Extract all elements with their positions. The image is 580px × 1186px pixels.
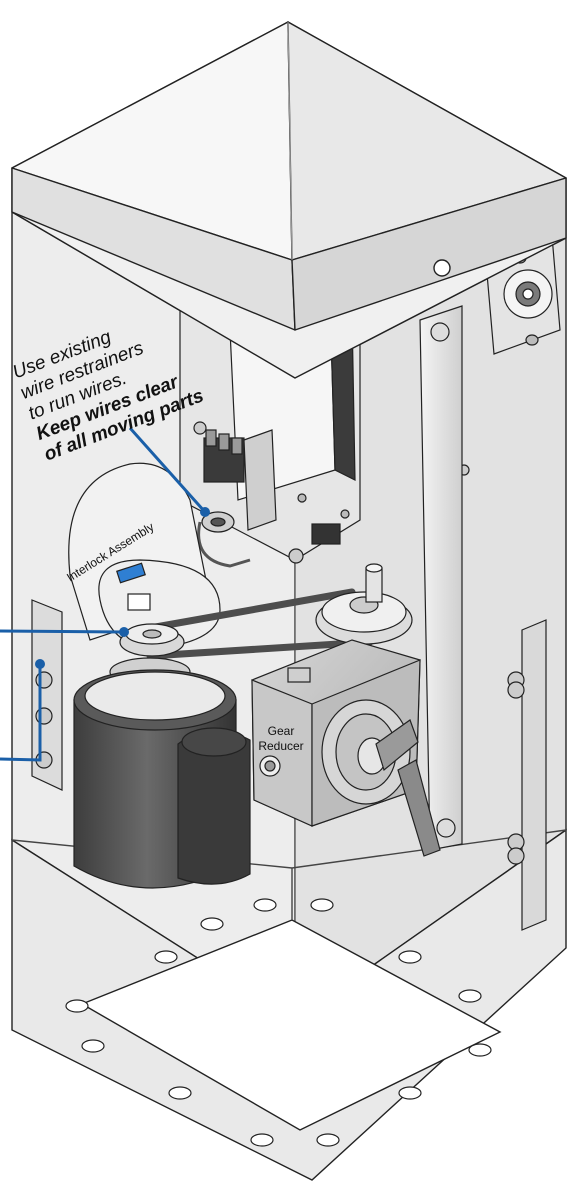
bolt-hole bbox=[65, 999, 89, 1013]
wire-restrainer-callout bbox=[128, 427, 207, 513]
panel-screw bbox=[288, 548, 304, 564]
reducer-shaft bbox=[365, 567, 383, 603]
indicator bbox=[340, 509, 350, 519]
right-upright bbox=[507, 619, 547, 931]
wall-bolt bbox=[35, 671, 53, 689]
bolt-hole bbox=[458, 989, 482, 1003]
callout-dots bbox=[35, 507, 210, 669]
relay-module bbox=[243, 429, 277, 531]
bolt-hole bbox=[81, 1039, 105, 1053]
motor bbox=[73, 657, 251, 889]
gear-reducer: Gear Reducer bbox=[251, 639, 441, 857]
bolt-hole bbox=[398, 1086, 422, 1100]
cap-fastener bbox=[433, 259, 451, 277]
gear-label-line1: Gear bbox=[268, 724, 295, 738]
bolt-hole bbox=[398, 950, 422, 964]
arm-bolt bbox=[430, 322, 450, 342]
bolt-hole bbox=[310, 898, 334, 912]
wire-restrainer bbox=[197, 511, 251, 568]
bolt-hole bbox=[316, 1133, 340, 1147]
bolt-hole bbox=[468, 1043, 492, 1057]
callout-lines bbox=[0, 427, 207, 762]
left-bracket bbox=[31, 599, 63, 791]
interlock-tab bbox=[116, 562, 146, 584]
terminal-block bbox=[203, 429, 245, 483]
wall-bolt bbox=[507, 681, 525, 699]
switch bbox=[311, 523, 341, 545]
base-opening bbox=[80, 919, 502, 1131]
bolt-hole bbox=[253, 898, 277, 912]
output-crank bbox=[375, 719, 419, 772]
wall-bolt bbox=[35, 707, 53, 725]
bolt-hole bbox=[154, 950, 178, 964]
bolt-hole bbox=[168, 1086, 192, 1100]
bolt-hole bbox=[250, 1133, 274, 1147]
housing-cap bbox=[11, 21, 567, 379]
panel-screw bbox=[193, 421, 207, 435]
interlock-hub bbox=[127, 593, 151, 611]
reducer-pulley bbox=[315, 563, 413, 645]
motor-pulley bbox=[119, 623, 185, 657]
interlock-assembly: Interlock Assembly bbox=[64, 462, 221, 649]
gear-label-line2: Reducer bbox=[258, 739, 303, 753]
arm-bolt bbox=[436, 818, 456, 838]
pulley-callout bbox=[0, 629, 125, 634]
drive-belt bbox=[146, 588, 374, 660]
crank-arm bbox=[419, 305, 463, 851]
wall-bolt bbox=[507, 847, 525, 865]
indicator bbox=[297, 493, 307, 503]
base-bolt-holes bbox=[65, 898, 492, 1147]
reducer-cap bbox=[287, 667, 311, 683]
motor-mount-callout bbox=[0, 664, 42, 762]
bolt-hole bbox=[200, 917, 224, 931]
